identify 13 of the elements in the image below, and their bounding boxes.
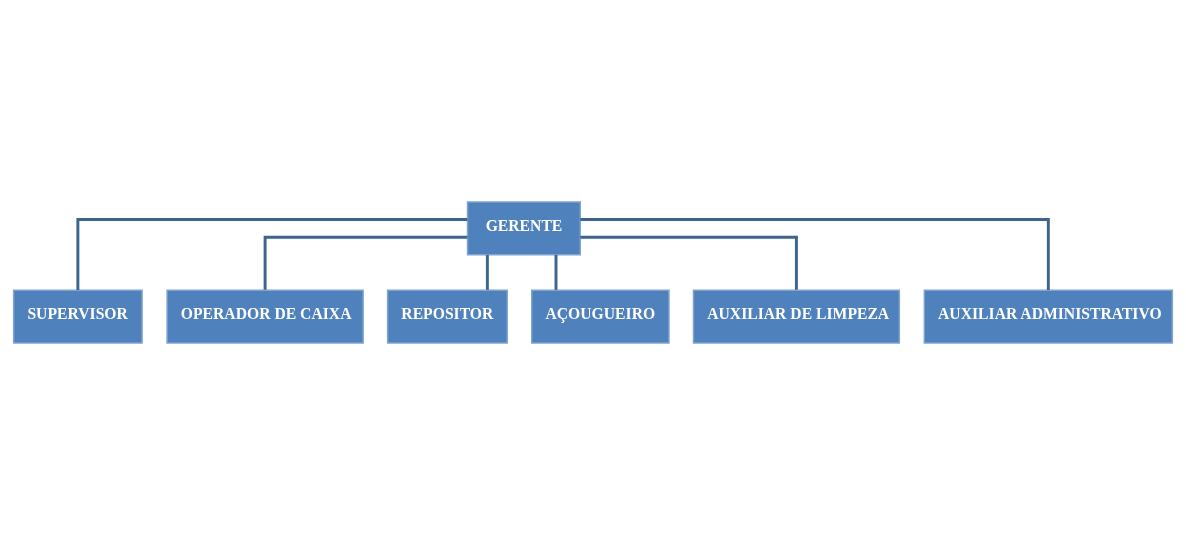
connector: [76, 217, 468, 290]
connector: [554, 254, 558, 290]
node-box: REPOSITOR: [386, 288, 508, 344]
node-box: SUPERVISOR: [12, 288, 143, 344]
connector: [580, 235, 798, 290]
node-box: OPERADOR DE CAIXA: [166, 288, 364, 344]
node-box: AUXILIAR ADMINISTRATIVO: [923, 288, 1174, 344]
node-box: AÇOUGUEIRO: [531, 288, 670, 344]
connector: [485, 254, 489, 290]
node-box: AUXILIAR DE LIMPEZA: [692, 288, 901, 344]
connector: [263, 235, 468, 290]
node-box: GERENTE: [466, 200, 581, 256]
connector: [580, 217, 1050, 290]
